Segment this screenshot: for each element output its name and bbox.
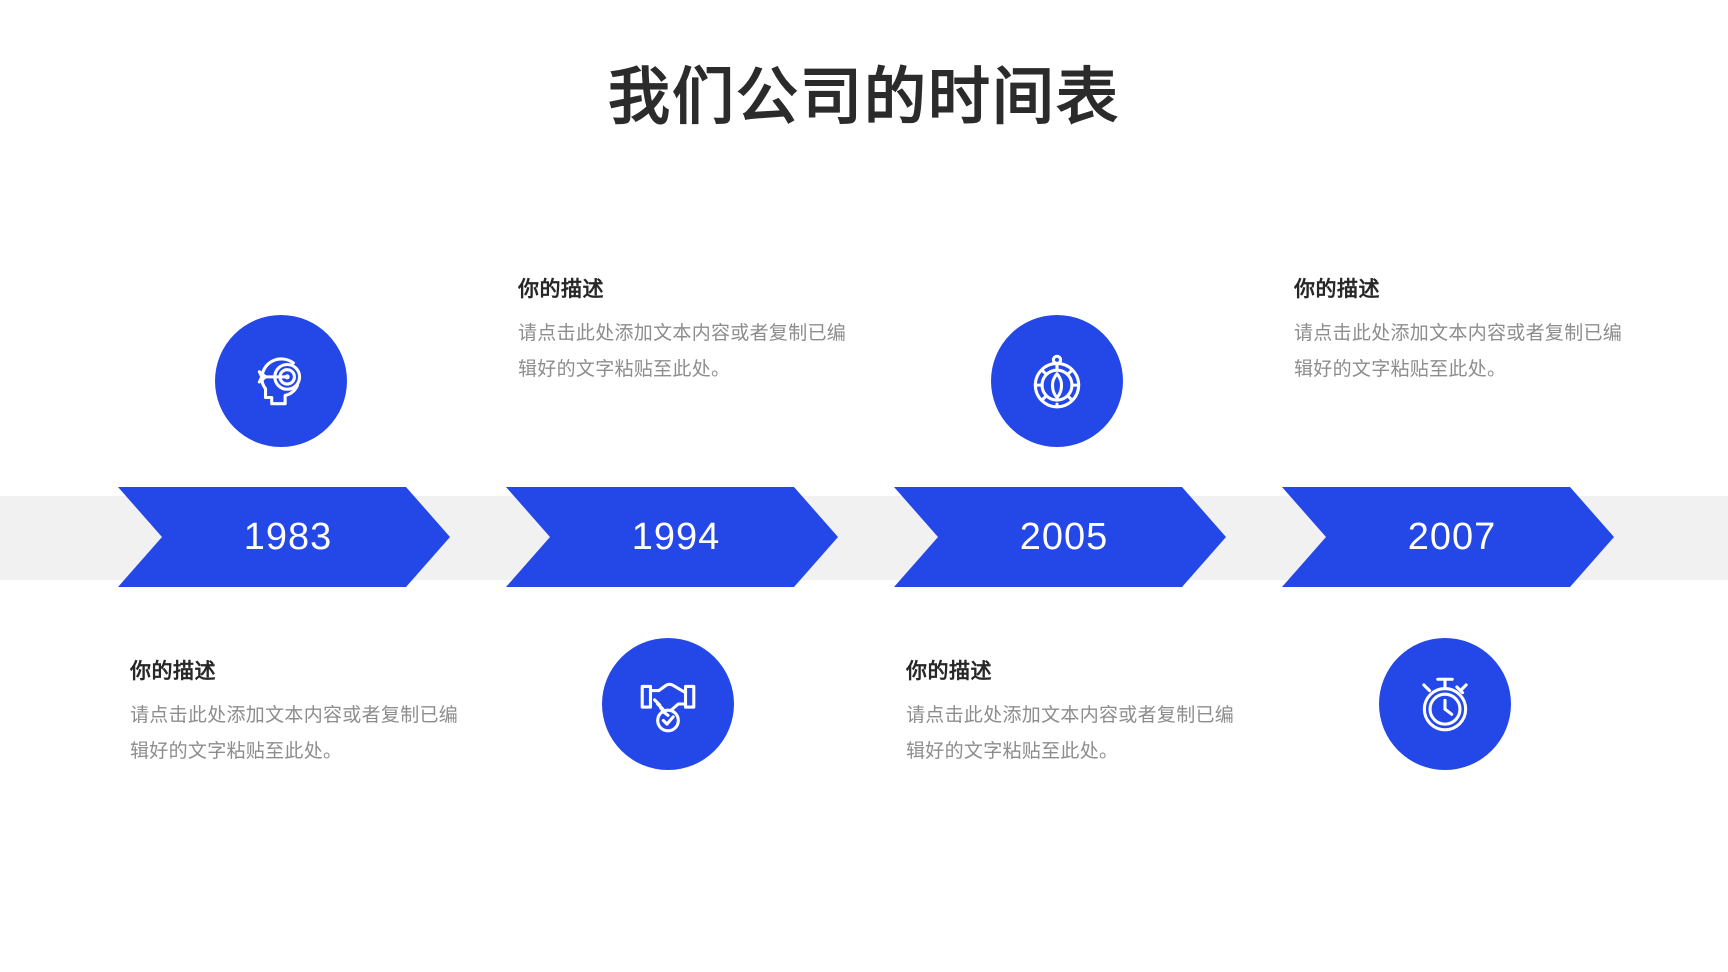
milestone-icon-1994[interactable] xyxy=(602,638,734,770)
milestone-icon-1983[interactable] xyxy=(215,315,347,447)
milestone-text-2005: 你的描述 请点击此处添加文本内容或者复制已编辑好的文字粘贴至此处。 xyxy=(906,657,1236,769)
timeline-arrow-1983[interactable]: 1983 xyxy=(118,487,450,587)
milestone-heading: 你的描述 xyxy=(518,278,604,301)
page-title: 我们公司的时间表 xyxy=(607,63,1120,132)
year-label: 2005 xyxy=(1019,516,1109,558)
compass-icon xyxy=(1024,348,1090,414)
milestone-body: 请点击此处添加文本内容或者复制已编辑好的文字粘贴至此处。 xyxy=(130,705,459,762)
timeline-arrow-row: 1983 1994 2005 2007 xyxy=(0,487,1728,587)
milestone-text-1994: 你的描述 请点击此处添加文本内容或者复制已编辑好的文字粘贴至此处。 xyxy=(518,275,848,387)
milestone-icon-2007[interactable] xyxy=(1379,638,1511,770)
milestone-heading: 你的描述 xyxy=(130,660,216,683)
milestone-icon-2005[interactable] xyxy=(991,315,1123,447)
milestone-body: 请点击此处添加文本内容或者复制已编辑好的文字粘贴至此处。 xyxy=(518,323,847,380)
timeline-arrow-2007[interactable]: 2007 xyxy=(1282,487,1614,587)
milestone-heading: 你的描述 xyxy=(1294,278,1380,301)
milestone-body: 请点击此处添加文本内容或者复制已编辑好的文字粘贴至此处。 xyxy=(906,705,1235,762)
milestone-text-2007: 你的描述 请点击此处添加文本内容或者复制已编辑好的文字粘贴至此处。 xyxy=(1294,275,1624,387)
timeline-arrow-2005[interactable]: 2005 xyxy=(894,487,1226,587)
year-label: 1994 xyxy=(631,516,721,558)
head-target-icon xyxy=(248,348,314,414)
milestone-heading: 你的描述 xyxy=(906,660,992,683)
timeline-arrow-1994[interactable]: 1994 xyxy=(506,487,838,587)
stopwatch-icon xyxy=(1412,671,1478,737)
milestone-text-1983: 你的描述 请点击此处添加文本内容或者复制已编辑好的文字粘贴至此处。 xyxy=(130,657,460,769)
year-label: 2007 xyxy=(1407,516,1497,558)
year-label: 1983 xyxy=(243,516,333,558)
handshake-check-icon xyxy=(635,671,701,737)
milestone-body: 请点击此处添加文本内容或者复制已编辑好的文字粘贴至此处。 xyxy=(1294,323,1623,380)
